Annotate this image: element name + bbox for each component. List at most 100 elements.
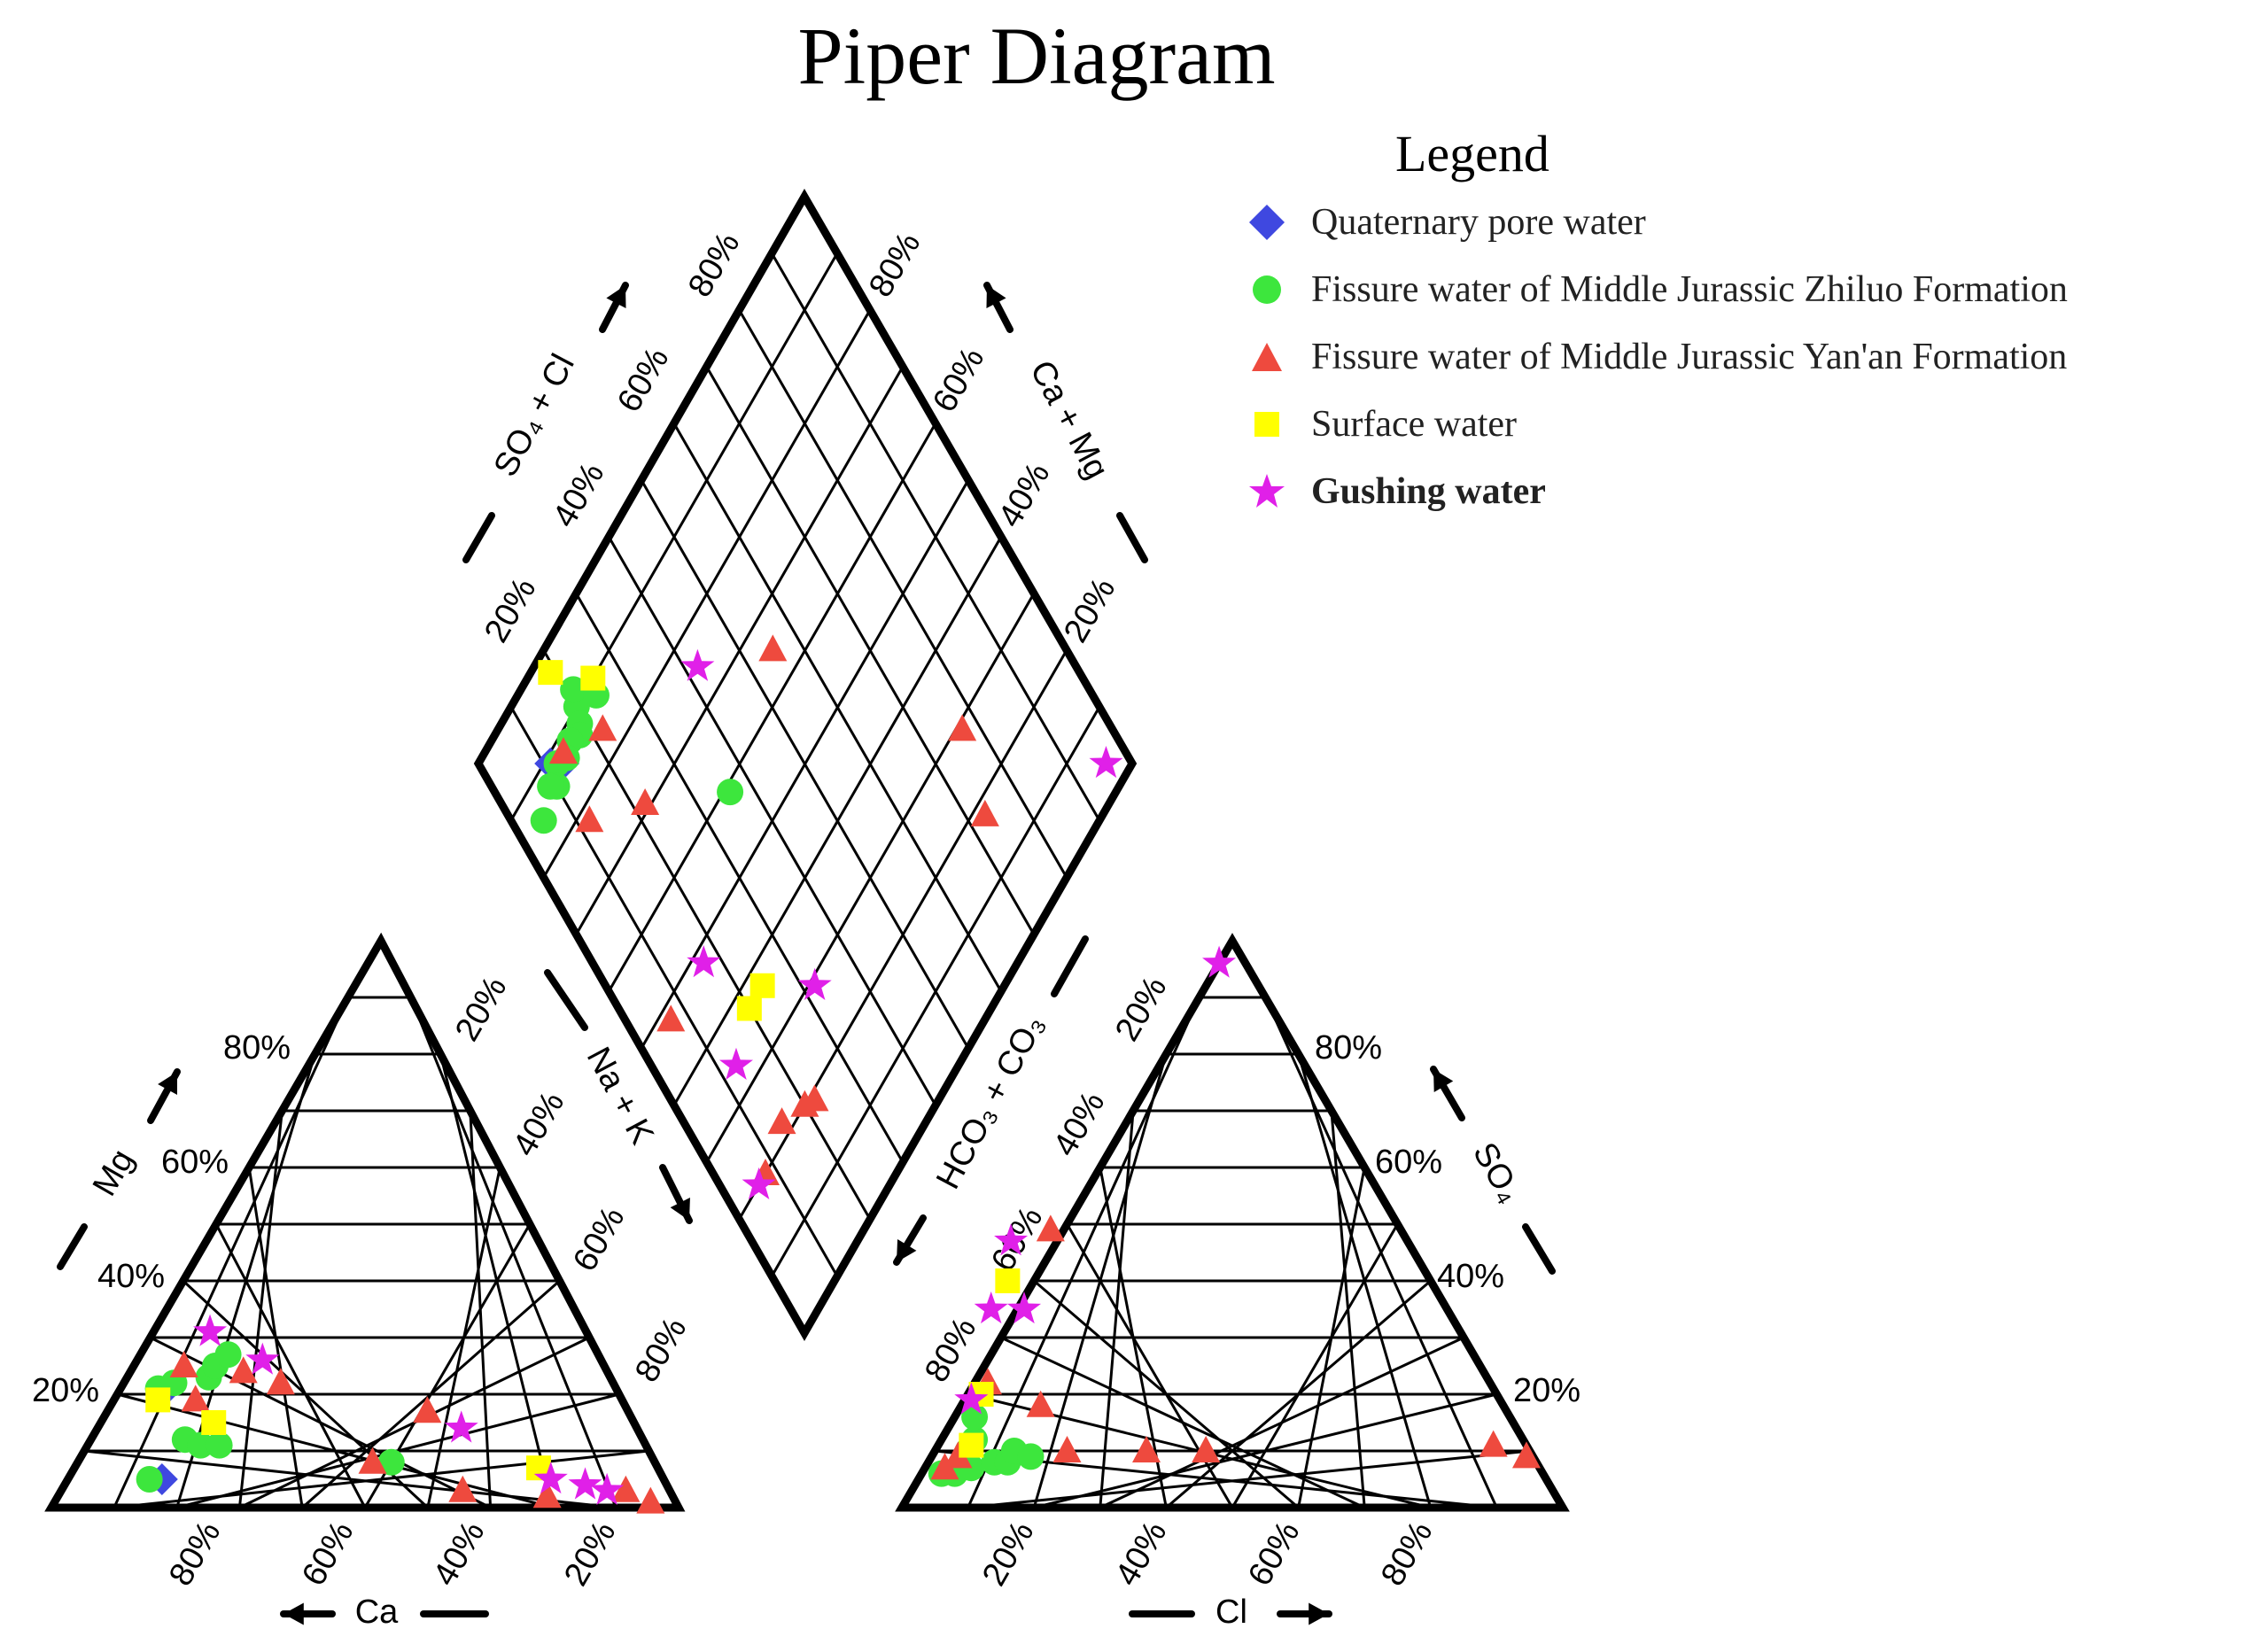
data-point xyxy=(767,1107,796,1135)
legend-label: Gushing water xyxy=(1311,471,1546,512)
tick-label: 60% xyxy=(926,342,991,419)
tick-label: 40% xyxy=(991,457,1057,534)
legend-label: Fissure water of Middle Jurassic Yan'an … xyxy=(1311,337,2068,377)
data-point xyxy=(631,788,660,816)
grid-line xyxy=(1231,1222,1399,1509)
hco3-arrow xyxy=(893,1214,927,1266)
data-point xyxy=(206,1431,233,1459)
nak-dash xyxy=(544,969,588,1031)
data-point xyxy=(948,714,977,741)
tick-label: 20% xyxy=(1108,971,1174,1048)
legend-item-gushing: Gushing water xyxy=(1240,458,2250,525)
tick-label: 60% xyxy=(566,1201,632,1278)
axis-label-hco3: HCO₃ + CO₃ xyxy=(929,1009,1052,1195)
data-point xyxy=(532,1481,562,1509)
so4cl-arrow xyxy=(599,282,629,333)
data-point xyxy=(1089,746,1123,779)
tick-label: 40% xyxy=(1046,1086,1112,1163)
triangle-frame xyxy=(895,933,1570,1512)
tick-label: 80% xyxy=(681,227,747,304)
tick-label: 60% xyxy=(1241,1516,1307,1593)
data-point xyxy=(954,1382,989,1415)
grid-line xyxy=(705,592,1036,1164)
data-point xyxy=(974,1291,1008,1324)
data-point xyxy=(1479,1430,1508,1457)
grid-line xyxy=(469,1109,493,1509)
data-point xyxy=(961,1403,989,1431)
grid-line xyxy=(1099,1166,1168,1509)
star-marker-icon xyxy=(1249,474,1285,508)
data-point xyxy=(656,1004,686,1032)
tick-label: 60% xyxy=(161,1144,229,1181)
data-point xyxy=(758,634,788,662)
data-point xyxy=(413,1396,442,1423)
grid-line xyxy=(426,1166,501,1509)
data-point xyxy=(245,1342,280,1375)
data-point xyxy=(358,1446,387,1474)
tick-label: 80% xyxy=(1315,1029,1382,1066)
data-point xyxy=(575,805,604,833)
data-point xyxy=(611,1475,641,1502)
data-point xyxy=(1017,1443,1045,1470)
data-point xyxy=(580,665,606,691)
data-point xyxy=(548,737,578,764)
data-point xyxy=(169,1351,198,1377)
data-point xyxy=(377,1448,405,1476)
tick-label: 80% xyxy=(223,1029,291,1066)
triangle-frame xyxy=(44,932,686,1512)
grid-line xyxy=(770,252,1101,822)
diamond-frame xyxy=(473,188,1138,1342)
data-point xyxy=(1202,945,1237,978)
mg-dash xyxy=(57,1223,88,1270)
grid-line xyxy=(1297,1052,1433,1509)
grid-line xyxy=(640,478,970,1050)
data-point xyxy=(797,967,832,1000)
data-point xyxy=(537,772,564,800)
data-point xyxy=(736,996,762,1021)
tick-label: 20% xyxy=(448,971,514,1048)
data-point xyxy=(214,1341,242,1369)
legend-item-yanan: Fissure water of Middle Jurassic Yan'an … xyxy=(1240,323,2250,391)
legend-item-surface: Surface water xyxy=(1240,391,2250,458)
data-point xyxy=(1052,1436,1082,1462)
tick-label: 40% xyxy=(546,457,611,534)
circle-marker-icon xyxy=(1253,275,1281,304)
data-point xyxy=(1192,1436,1221,1462)
tick-label: 40% xyxy=(426,1516,492,1593)
tick-label: 40% xyxy=(506,1086,571,1163)
data-point xyxy=(1511,1441,1541,1469)
data-point xyxy=(538,660,563,686)
data-point xyxy=(568,1467,602,1500)
axis-label-cl: Cl xyxy=(1215,1594,1247,1631)
chart-title: Piper Diagram xyxy=(797,11,1276,101)
data-point xyxy=(145,1387,171,1413)
data-point xyxy=(266,1368,295,1395)
data-point xyxy=(687,945,721,978)
data-point xyxy=(1026,1390,1055,1417)
grid-line xyxy=(770,705,1101,1278)
grid-line xyxy=(672,422,1003,993)
data-point xyxy=(749,973,775,998)
nak-arrow xyxy=(659,1164,693,1224)
camg-arrow xyxy=(983,282,1014,333)
data-point xyxy=(718,1047,754,1080)
tick-label: 20% xyxy=(557,1516,623,1593)
grid-line xyxy=(409,996,617,1509)
axis-label-ca: Ca xyxy=(355,1594,399,1631)
triangle-marker-icon xyxy=(1252,343,1282,371)
piper-frames xyxy=(44,188,1570,1512)
grid-line xyxy=(705,365,1036,936)
tick-label: 80% xyxy=(628,1312,694,1389)
so4-dash xyxy=(1522,1223,1556,1275)
grid-line xyxy=(967,996,1201,1509)
tick-label: 20% xyxy=(1513,1372,1580,1409)
grid-line xyxy=(672,535,1003,1107)
data-point xyxy=(448,1475,478,1502)
grid-line xyxy=(737,308,1068,880)
legend-label: Fissure water of Middle Jurassic Zhiluo … xyxy=(1311,269,2068,310)
tick-label: 60% xyxy=(610,342,676,419)
camg-dash xyxy=(1116,512,1148,563)
data-point xyxy=(588,714,617,741)
data-point xyxy=(994,1223,1029,1256)
data-point xyxy=(136,1466,163,1493)
